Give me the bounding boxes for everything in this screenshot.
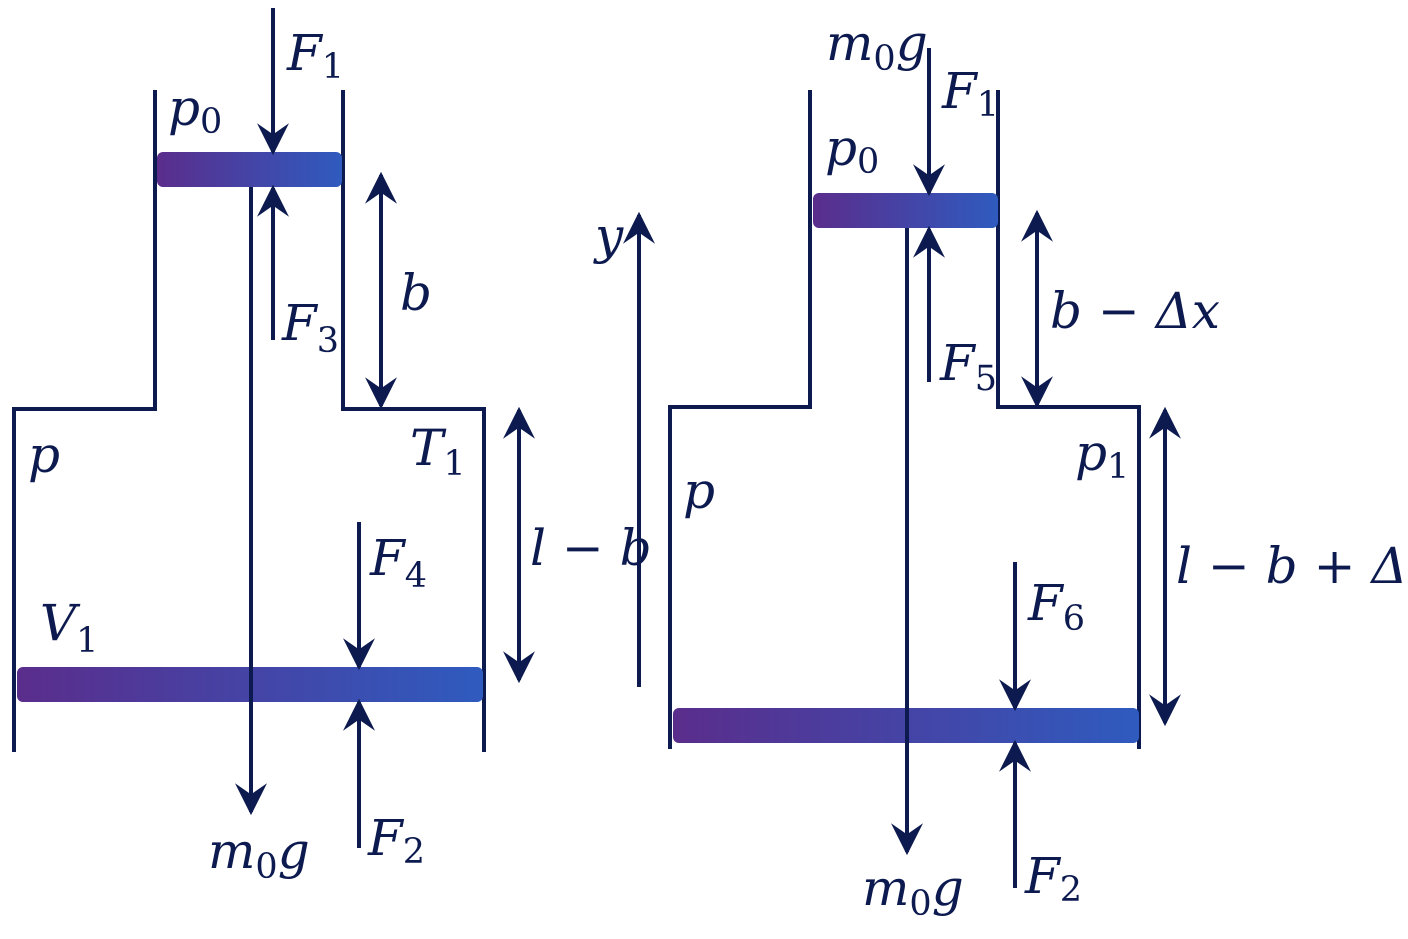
right-F6-label: F6 xyxy=(1027,574,1085,639)
right-p1-label: p1 xyxy=(1075,424,1129,487)
left-upper-piston xyxy=(157,152,342,187)
right-m0g-bottom-label: m0g xyxy=(862,859,964,924)
left-F1-label: F1 xyxy=(286,24,344,87)
right-b-minus-dx-label: b − Δx xyxy=(1050,282,1220,340)
right-F1-label: F1 xyxy=(941,62,999,125)
left-b-label: b xyxy=(400,264,432,322)
right-p0-label: p0 xyxy=(825,119,879,182)
right-l-minus-b-plus-dx-label: l − b + Δx xyxy=(1176,537,1408,595)
right-p-label: p xyxy=(683,462,715,520)
right-state-figure: m0g F1 p0 b − Δx F5 p p1 l − b + Δx F6 m… xyxy=(668,14,1408,924)
right-cylinder-wall-right xyxy=(996,90,1141,749)
y-axis-label: y xyxy=(593,207,624,265)
right-F5-label: F5 xyxy=(939,334,997,399)
right-cylinder-wall xyxy=(668,90,812,749)
left-F3-label: F3 xyxy=(281,294,339,361)
left-V1-label: V1 xyxy=(40,594,98,661)
left-state-figure: F1 p0 F3 b p T1 F4 l − b V1 m0g F2 xyxy=(12,8,652,887)
y-axis: y xyxy=(593,207,655,687)
left-p-label: p xyxy=(28,426,60,484)
left-l-minus-b-label: l − b xyxy=(530,519,652,577)
right-upper-piston xyxy=(813,193,998,228)
left-p0-label: p0 xyxy=(168,79,222,142)
left-F2-label: F2 xyxy=(367,809,425,872)
left-T1-label: T1 xyxy=(410,419,466,484)
left-m0g-label: m0g xyxy=(208,822,310,887)
left-F4-label: F4 xyxy=(369,529,427,596)
left-cylinder-wall xyxy=(12,90,157,752)
right-m0g-top-label: m0g xyxy=(826,14,928,79)
left-cylinder-wall-right xyxy=(341,90,486,752)
right-F2-label: F2 xyxy=(1024,847,1082,910)
